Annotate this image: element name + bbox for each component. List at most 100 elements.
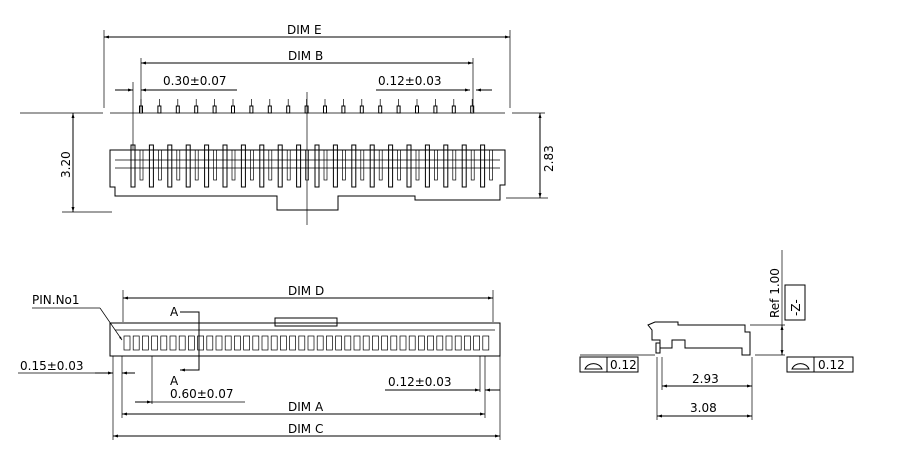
pin-tip: [323, 105, 327, 114]
pin-lead: [259, 144, 265, 188]
pin-pad: [390, 335, 398, 351]
pin-lead: [148, 144, 154, 188]
pin-tip: [249, 105, 254, 114]
pin-pad: [473, 335, 480, 351]
pin-pad: [454, 335, 462, 351]
pin-tip: [470, 105, 475, 114]
pin-tip: [359, 105, 364, 114]
pin-pad: [482, 335, 490, 351]
pin-width-label: 0.12±0.03: [378, 74, 442, 88]
pin-pad: [243, 335, 250, 351]
pin-pad: [234, 335, 241, 351]
pin-pad: [326, 335, 333, 351]
flatness-right: 0.12: [786, 356, 854, 373]
profile-surface-icon: [791, 363, 810, 370]
pin-pad: [427, 335, 434, 351]
pin-tip: [267, 105, 272, 114]
top-view: DIM E DIM B 0.30±0.07 0.12±0.03 3.20 2.8…: [20, 23, 556, 225]
datum-label: -Z-: [789, 299, 803, 316]
pin-tip: [175, 105, 180, 114]
flatness-left: 0.12: [579, 356, 639, 373]
pin-pad: [418, 335, 425, 351]
pin-pad: [188, 335, 195, 351]
pin-lead: [222, 144, 228, 188]
ref-height-label: Ref 1.00: [768, 268, 782, 318]
pin-lead: [296, 144, 302, 188]
top-body-outline: [109, 149, 506, 211]
pin-pad: [261, 335, 269, 351]
pin-pad: [372, 335, 379, 351]
pin-pad: [215, 335, 223, 351]
pin-lead: [204, 144, 210, 188]
pin-tip: [157, 105, 162, 114]
bottom-body: [109, 322, 501, 357]
pin-lead: [443, 144, 449, 188]
pin-tip: [212, 105, 217, 114]
flatness-left-value: 0.12: [610, 358, 637, 372]
pin-lead: [240, 144, 246, 188]
pin-lead: [277, 144, 283, 188]
flatness-right-value: 0.12: [818, 358, 845, 372]
pin-lead: [369, 144, 375, 188]
pin-pad: [224, 335, 232, 351]
pin-tip: [451, 105, 456, 114]
pin-tip: [341, 105, 346, 114]
pin-pad: [178, 335, 186, 351]
pitch-label: 0.60±0.07: [170, 387, 234, 401]
pin-lead: [332, 144, 338, 188]
section-a-top: A: [170, 305, 179, 319]
dim-c-label: DIM C: [288, 422, 323, 436]
pin-pad: [151, 335, 158, 351]
pin-lead: [461, 144, 467, 188]
pin-pad: [464, 335, 471, 351]
pin-width-label: 0.12±0.03: [388, 375, 452, 389]
pin-pad: [298, 335, 306, 351]
height-body-label: 2.83: [542, 145, 556, 172]
pin-pad: [399, 335, 407, 351]
pitch-label: 0.30±0.07: [163, 74, 227, 88]
pin-pad: [252, 335, 260, 351]
bottom-pins: [123, 335, 490, 351]
dim-d-label: DIM D: [288, 284, 324, 298]
pin-lead: [388, 144, 394, 188]
pin-tip: [396, 105, 401, 114]
pin-tip: [433, 105, 438, 114]
pin-pad: [206, 335, 214, 351]
pin-pad: [335, 335, 342, 351]
pin-tip: [415, 105, 419, 114]
side-view: Ref 1.00 -Z- 0.12 0.12 2.93 3.08: [579, 250, 854, 420]
pin1-label: PIN.No1: [32, 293, 80, 307]
pin-tip: [231, 105, 235, 114]
offset-label: 0.15±0.03: [20, 359, 84, 373]
pin-pad: [132, 335, 140, 351]
dim-e-label: DIM E: [287, 23, 322, 37]
dim-a-label: DIM A: [288, 400, 324, 414]
pin-pad: [123, 335, 131, 351]
pin-pad: [353, 335, 361, 351]
pin-tip: [286, 105, 291, 114]
pin-tip: [194, 105, 199, 114]
pin-pad: [197, 335, 204, 351]
width-outer-label: 3.08: [690, 401, 717, 415]
datum-box: [784, 284, 806, 321]
pin-pad: [362, 335, 370, 351]
pin-pad: [316, 335, 324, 351]
pin-lead: [351, 144, 357, 188]
height-total-label: 3.20: [59, 151, 73, 178]
pin-pad: [436, 335, 444, 351]
pin-pad: [142, 335, 149, 351]
profile-surface-icon: [584, 363, 603, 370]
bottom-view: DIM D PIN.No1 A A 0.15±0.03 0.60±0.07 0.…: [18, 284, 501, 440]
pin-tip: [378, 105, 383, 114]
dim-b-label: DIM B: [288, 49, 323, 63]
pin-lead: [185, 144, 191, 188]
pin-lead: [167, 144, 173, 188]
pin-pad: [169, 335, 177, 351]
pin-tip: [304, 105, 309, 114]
pin-lead: [130, 144, 136, 188]
pin-lead: [424, 144, 430, 188]
pin-pad: [408, 335, 416, 351]
top-pins: [130, 99, 493, 188]
pin-lead: [406, 144, 412, 188]
